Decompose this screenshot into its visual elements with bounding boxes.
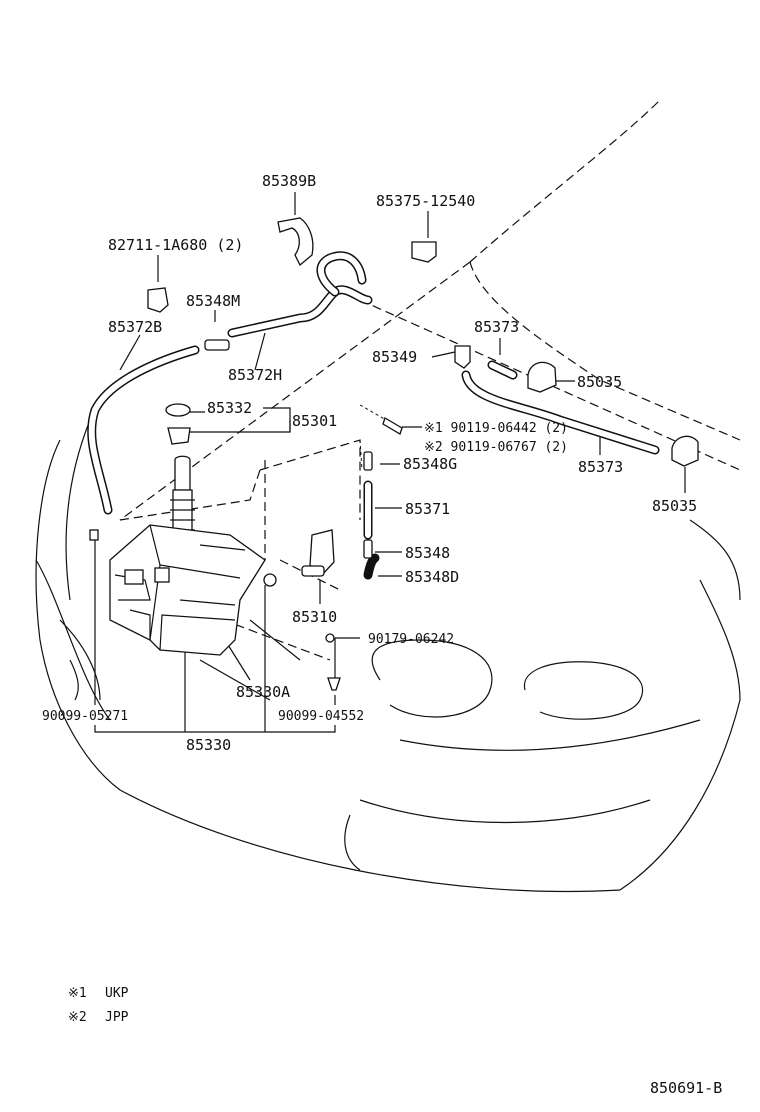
nozzle-85035-a: [527, 361, 557, 393]
part-labels: 85389B 85375-12540 82711-1A680 (2) 85348…: [42, 172, 697, 754]
hoses: [87, 251, 660, 580]
legend-text-1: UKP: [105, 986, 129, 1001]
label-90099-04552: 90099-04552: [278, 709, 364, 724]
gasket-85332: [165, 403, 191, 417]
label-85375: 85375-12540: [376, 192, 475, 210]
label-85310: 85310: [292, 608, 337, 626]
label-85373-a: 85373: [474, 318, 519, 336]
label-85373-b: 85373: [578, 458, 623, 476]
label-85371: 85371: [405, 500, 450, 518]
leader-lines: [94, 192, 686, 733]
clip-85375: [411, 241, 437, 263]
figure-code: 850691-B: [650, 1079, 722, 1097]
clamp-85389b: [277, 217, 314, 267]
parts: [89, 217, 699, 691]
nut-90179: [325, 633, 335, 643]
label-90179: 90179-06242: [368, 632, 454, 647]
bolt-90119: [382, 417, 403, 435]
label-85349: 85349: [372, 348, 417, 366]
legend-text-2: JPP: [105, 1010, 129, 1025]
label-85330a: 85330A: [236, 683, 290, 701]
nozzle-85035-b: [671, 435, 699, 467]
label-90119-jpp: ※2 90119-06767 (2): [424, 440, 568, 455]
legend-mark-2: ※2: [68, 1010, 87, 1025]
joint-85348: [363, 539, 373, 559]
joint-85348m: [204, 339, 230, 351]
label-85348m: 85348M: [186, 292, 240, 310]
label-90119-ukp: ※1 90119-06442 (2): [424, 421, 568, 436]
grommet-85330a: [263, 573, 277, 587]
label-85301: 85301: [292, 412, 337, 430]
label-85035-a: 85035: [577, 373, 622, 391]
label-82711: 82711-1A680 (2): [108, 236, 243, 254]
clamp-82711: [147, 287, 169, 313]
label-85372h: 85372H: [228, 366, 282, 384]
cap-85301: [167, 427, 191, 445]
pump-85310: [309, 529, 335, 576]
label-85332: 85332: [207, 399, 252, 417]
clip-90099-05271: [89, 529, 99, 541]
label-85348g: 85348G: [403, 455, 457, 473]
label-85035-b: 85035: [652, 497, 697, 515]
t-joint-85349: [454, 345, 471, 369]
legend-mark-1: ※1: [68, 986, 87, 1001]
washer-tank-85330: [109, 455, 266, 656]
label-85330: 85330: [186, 736, 231, 754]
label-90099-05271: 90099-05271: [42, 709, 128, 724]
legend: ※1 UKP ※2 JPP: [68, 986, 129, 1025]
label-85389b: 85389B: [262, 172, 316, 190]
clip-90099-04552: [327, 677, 341, 691]
joint-85348g: [363, 451, 373, 471]
label-85348d: 85348D: [405, 568, 459, 586]
label-85372b: 85372B: [108, 318, 162, 336]
car-body-outline: [35, 99, 741, 893]
label-85348: 85348: [405, 544, 450, 562]
